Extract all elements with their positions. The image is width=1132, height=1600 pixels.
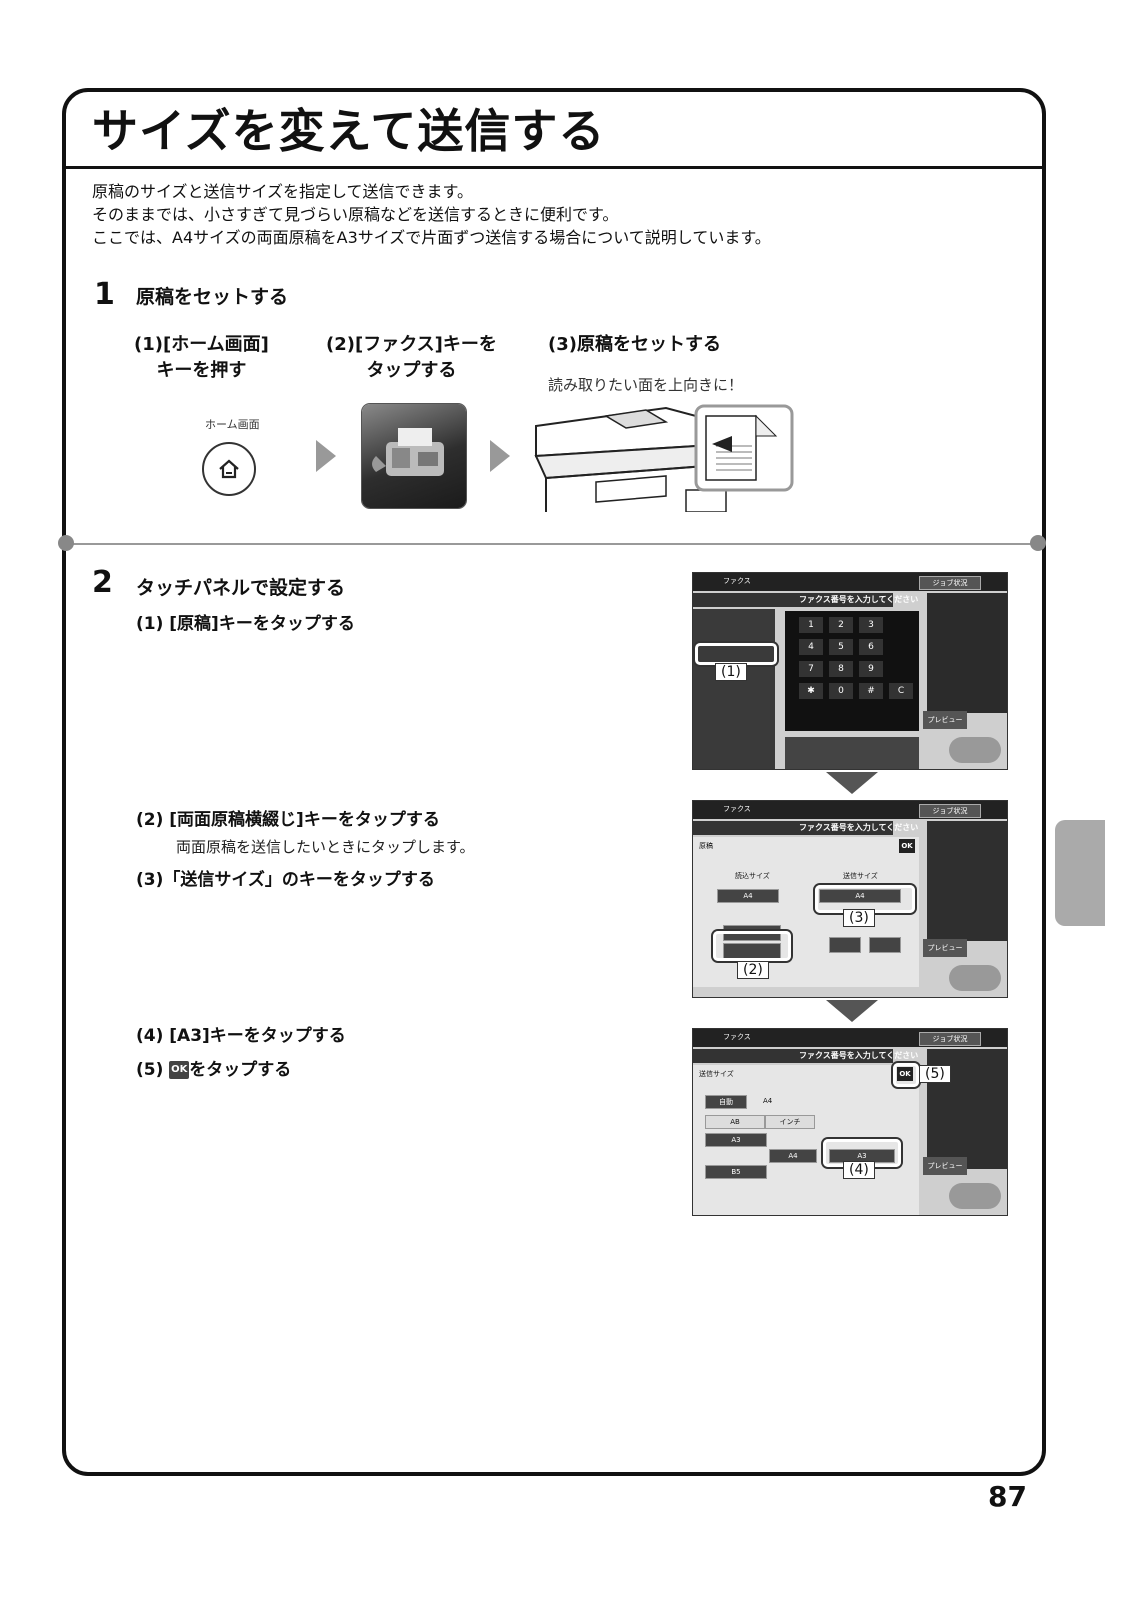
flow-arrow-icon bbox=[490, 440, 510, 472]
start-button[interactable] bbox=[949, 1183, 1001, 1209]
callout: (3) bbox=[843, 909, 875, 927]
key[interactable]: 6 bbox=[859, 639, 883, 655]
down-arrow-icon bbox=[826, 1000, 878, 1022]
key[interactable]: 8 bbox=[829, 661, 853, 677]
key[interactable]: 4 bbox=[799, 639, 823, 655]
step1-note: 読み取りたい面を上向きに！ bbox=[548, 376, 744, 394]
tab-inch[interactable]: インチ bbox=[765, 1115, 815, 1129]
step2-item4: (4) [A3]キーをタップする bbox=[136, 1026, 346, 1046]
copier-illustration-icon bbox=[534, 404, 794, 512]
callout: (5) bbox=[919, 1065, 951, 1083]
page-title: サイズを変えて送信する bbox=[92, 104, 606, 158]
step2-item2: (2) [両面原稿横綴じ]キーをタップする bbox=[136, 810, 440, 830]
read-size-button[interactable]: A4 bbox=[717, 889, 779, 903]
ok-button[interactable]: OK bbox=[899, 839, 915, 853]
fax-key-button[interactable] bbox=[362, 404, 466, 508]
orientation-button[interactable] bbox=[869, 937, 901, 953]
send-size-button[interactable]: A4 bbox=[819, 889, 901, 903]
ok-icon: OK bbox=[169, 1061, 190, 1079]
screen-topbar: ファクス ジョブ状況 bbox=[693, 1029, 1007, 1047]
callout: (4) bbox=[843, 1161, 875, 1179]
callout: (2) bbox=[737, 961, 769, 979]
step1-sub3: (3)原稿をセットする bbox=[548, 334, 721, 355]
step2-item1: (1) [原稿]キーをタップする bbox=[136, 614, 355, 634]
screen-topbar: ファクス ジョブ状況 bbox=[693, 573, 1007, 591]
divider-dot bbox=[1030, 535, 1046, 551]
touch-panel-screen-3: ファクス ジョブ状況 ファクス番号を入力してください 送信サイズ 自動 A4 A… bbox=[692, 1028, 1008, 1216]
duplex-highlight[interactable] bbox=[713, 931, 791, 961]
step2-item3: (3)「送信サイズ」のキーをタップする bbox=[136, 870, 435, 890]
chapter-tab bbox=[1055, 820, 1105, 926]
step2-number: 2 bbox=[92, 565, 113, 600]
step2-title: タッチパネルで設定する bbox=[136, 577, 346, 599]
key[interactable]: 5 bbox=[829, 639, 853, 655]
down-arrow-icon bbox=[826, 772, 878, 794]
touch-panel-screen-1: ファクス ジョブ状況 ファクス番号を入力してください 1 2 3 4 5 6 7… bbox=[692, 572, 1008, 770]
intro-text: 原稿のサイズと送信サイズを指定して送信できます。 そのままでは、小さすぎて見づら… bbox=[92, 180, 771, 249]
address-bar[interactable]: ファクス番号を入力してください bbox=[693, 1049, 918, 1063]
ok-button[interactable]: OK bbox=[897, 1067, 913, 1081]
key[interactable]: 0 bbox=[829, 683, 853, 699]
step1-sub1: (1)[ホーム画面] キーを押す bbox=[134, 334, 269, 381]
step1-sub2: (2)[ファクス]キーを タップする bbox=[326, 334, 497, 381]
page-frame bbox=[62, 88, 1046, 1476]
step1-title: 原稿をセットする bbox=[136, 286, 289, 308]
flow-arrow-icon bbox=[316, 440, 336, 472]
touch-panel-screen-2: ファクス ジョブ状況 ファクス番号を入力してください 原稿 読込サイズ 送信サイ… bbox=[692, 800, 1008, 998]
step1-number: 1 bbox=[94, 277, 115, 312]
screen-topbar: ファクス ジョブ状況 bbox=[693, 801, 1007, 819]
title-rule bbox=[66, 166, 1042, 169]
home-button[interactable] bbox=[202, 442, 256, 496]
key[interactable]: C bbox=[889, 683, 913, 699]
key[interactable]: 7 bbox=[799, 661, 823, 677]
orientation-button[interactable] bbox=[829, 937, 861, 953]
job-status-button[interactable]: ジョブ状況 bbox=[919, 576, 981, 590]
intro-line: そのままでは、小さすぎて見づらい原稿などを送信するときに便利です。 bbox=[92, 205, 619, 224]
address-bar[interactable]: ファクス番号を入力してください bbox=[693, 593, 918, 607]
keypad: 1 2 3 4 5 6 7 8 9 ✱ 0 # C bbox=[785, 611, 919, 731]
home-label: ホーム画面 bbox=[205, 418, 260, 431]
callout: (1) bbox=[715, 663, 747, 681]
preview-button[interactable]: プレビュー bbox=[923, 1157, 967, 1175]
preview-button[interactable]: プレビュー bbox=[923, 939, 967, 957]
key[interactable]: 9 bbox=[859, 661, 883, 677]
job-status-button[interactable]: ジョブ状況 bbox=[919, 1032, 981, 1046]
key[interactable]: 3 bbox=[859, 617, 883, 633]
key[interactable]: 2 bbox=[829, 617, 853, 633]
auto-button[interactable]: 自動 bbox=[705, 1095, 747, 1109]
key[interactable]: # bbox=[859, 683, 883, 699]
section-divider bbox=[66, 543, 1042, 545]
page-number: 87 bbox=[988, 1480, 1027, 1513]
right-panel bbox=[927, 821, 1007, 941]
send-size-panel: 送信サイズ 自動 A4 AB インチ A3 A4 B5 A3 bbox=[693, 1065, 919, 1215]
size-button[interactable]: B5 bbox=[705, 1165, 767, 1179]
right-panel bbox=[927, 593, 1007, 713]
address-bar[interactable]: ファクス番号を入力してください bbox=[693, 821, 918, 835]
fax-machine-icon bbox=[372, 428, 444, 476]
size-summary bbox=[785, 737, 919, 769]
job-status-button[interactable]: ジョブ状況 bbox=[919, 804, 981, 818]
intro-line: ここでは、A4サイズの両面原稿をA3サイズで片面ずつ送信する場合について説明して… bbox=[92, 228, 771, 247]
start-button[interactable] bbox=[949, 737, 1001, 763]
size-button[interactable]: A3 bbox=[705, 1133, 767, 1147]
tab-ab[interactable]: AB bbox=[705, 1115, 765, 1129]
home-icon bbox=[219, 459, 239, 479]
key[interactable]: 1 bbox=[799, 617, 823, 633]
original-key-highlight[interactable] bbox=[695, 643, 777, 665]
size-button[interactable]: A4 bbox=[769, 1149, 817, 1163]
key[interactable]: ✱ bbox=[799, 683, 823, 699]
intro-line: 原稿のサイズと送信サイズを指定して送信できます。 bbox=[92, 182, 473, 201]
ok-highlight[interactable] bbox=[893, 1063, 919, 1087]
divider-dot bbox=[58, 535, 74, 551]
preview-button[interactable]: プレビュー bbox=[923, 711, 967, 729]
start-button[interactable] bbox=[949, 965, 1001, 991]
left-menu bbox=[693, 609, 775, 769]
step2-item2-note: 両面原稿を送信したいときにタップします。 bbox=[176, 838, 475, 856]
